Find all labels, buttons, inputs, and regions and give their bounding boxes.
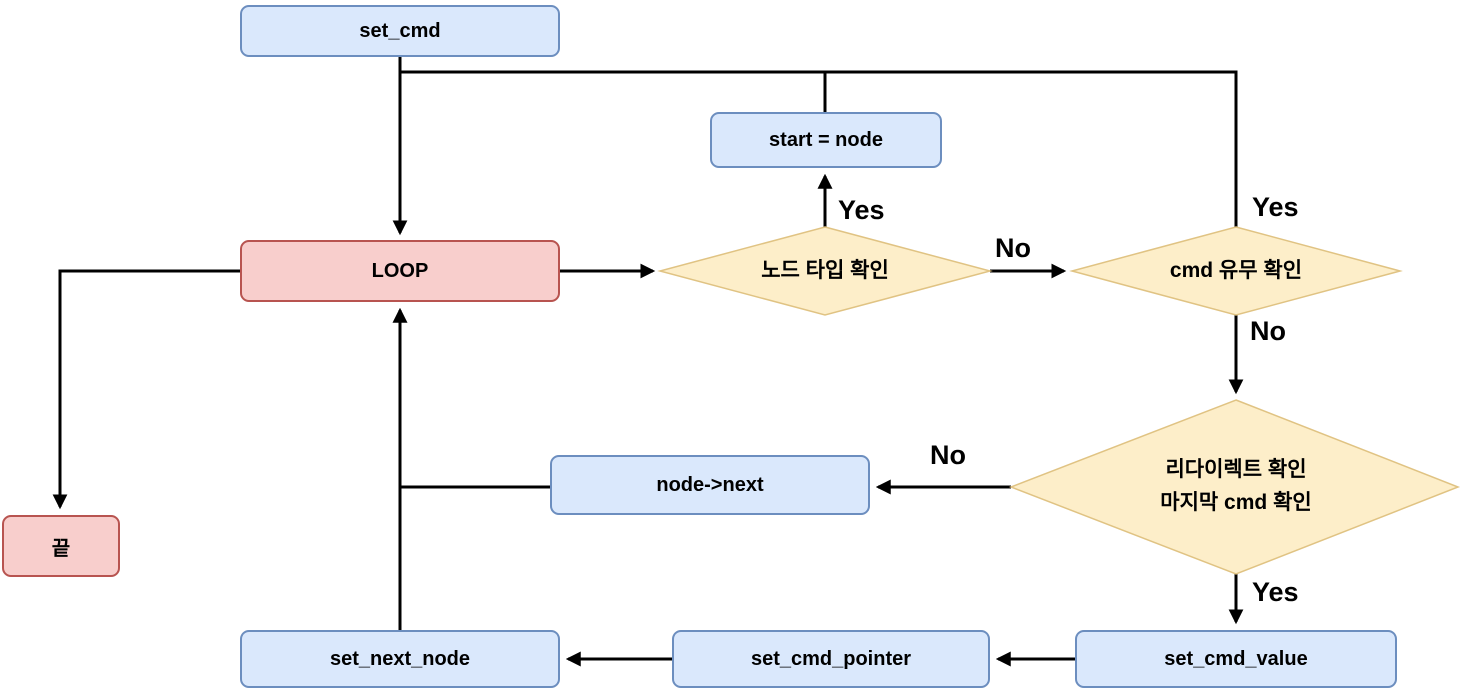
edge-label-redirect-yes: Yes <box>1252 577 1299 607</box>
node-set-next-node-label: set_next_node <box>329 647 471 670</box>
edge-label-cmd-exist-no: No <box>1250 316 1286 346</box>
node-loop: LOOP <box>240 240 560 302</box>
edge-label-node-type-yes: Yes <box>838 195 885 225</box>
edge-loop-to-end <box>52 269 240 510</box>
node-set-cmd-label: set_cmd <box>359 19 441 42</box>
node-set-cmd: set_cmd <box>240 5 560 57</box>
decision-node-type-shape <box>657 226 993 316</box>
node-end-label: 끝 <box>51 537 71 560</box>
node-start-node-label: start = node <box>769 128 883 151</box>
node-set-cmd-value: set_cmd_value <box>1075 630 1397 688</box>
node-set-cmd-pointer: set_cmd_pointer <box>672 630 990 688</box>
node-end: 끝 <box>2 515 120 577</box>
edge-label-cmd-exist-yes: Yes <box>1252 192 1299 222</box>
decision-redirect-shape <box>1008 399 1461 575</box>
decision-cmd-exist-shape <box>1069 226 1403 316</box>
edge-label-redirect-no: No <box>930 440 966 470</box>
node-node-next-label: node->next <box>656 473 764 496</box>
node-start-node: start = node <box>710 112 942 168</box>
node-set-cmd-value-label: set_cmd_value <box>1164 647 1308 670</box>
edge-cmd-yes-return <box>400 70 1238 228</box>
edge-label-node-type-no: No <box>995 233 1031 263</box>
node-set-next-node: set_next_node <box>240 630 560 688</box>
node-node-next: node->next <box>550 455 870 515</box>
node-set-cmd-pointer-label: set_cmd_pointer <box>750 647 912 670</box>
node-loop-label: LOOP <box>371 259 429 282</box>
